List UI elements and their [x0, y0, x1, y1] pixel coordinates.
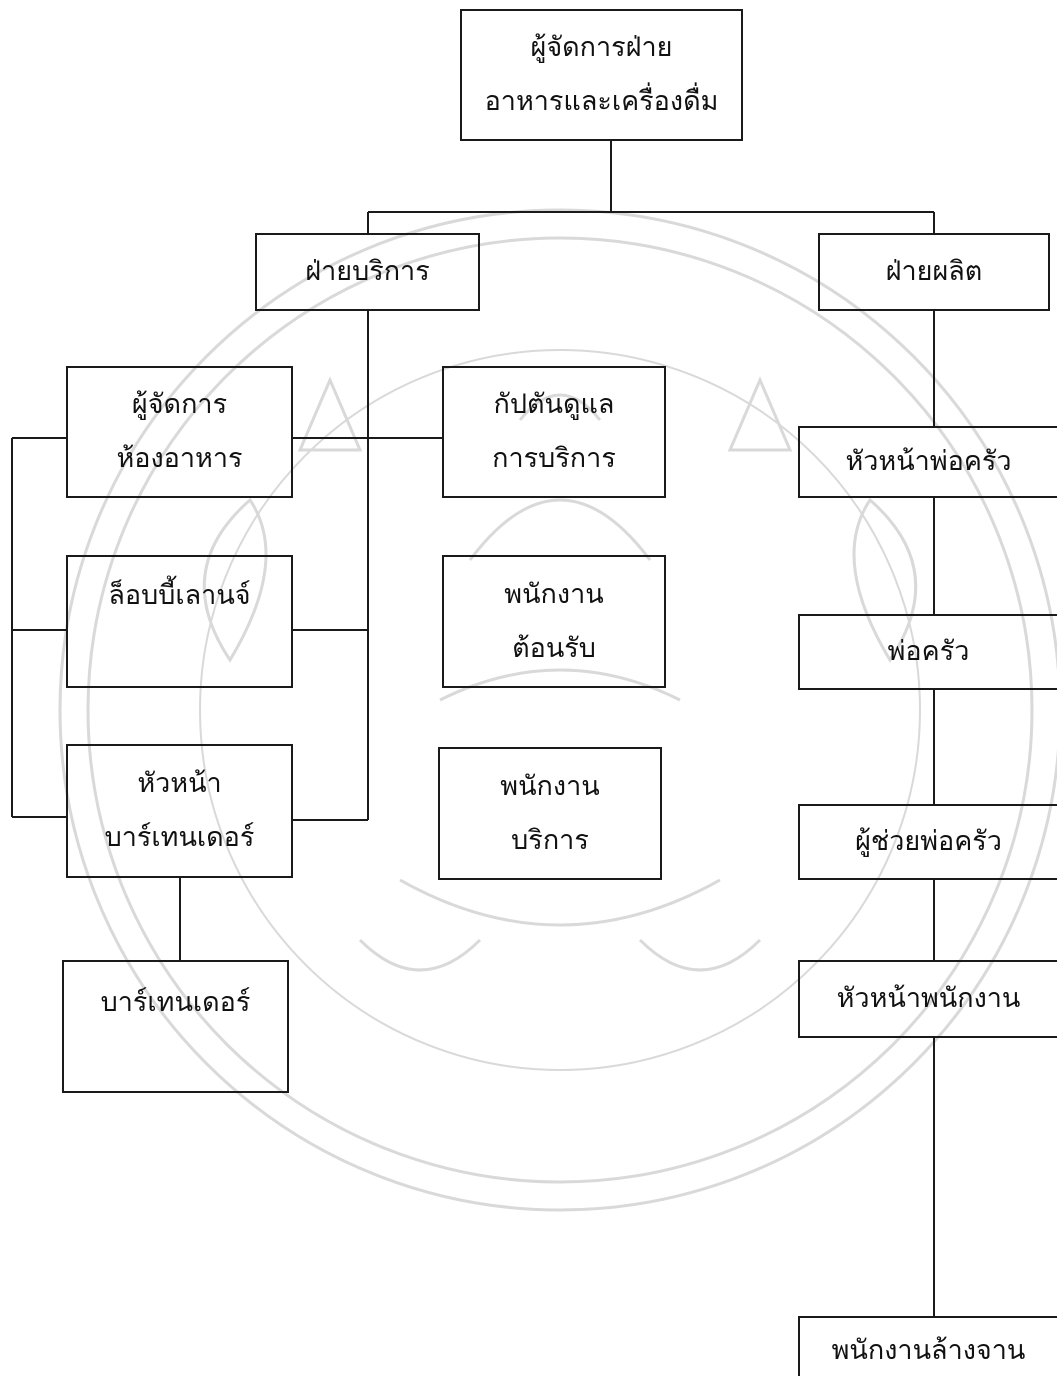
- node-production-dept: ฝ่ายผลิต: [818, 233, 1050, 311]
- node-head-bartender: หัวหน้า บาร์เทนเดอร์: [66, 744, 293, 878]
- node-captain-line-1: กัปตันดูแล: [494, 378, 615, 432]
- node-service-dept: ฝ่ายบริการ: [255, 233, 480, 311]
- node-bartender-line-1: บาร์เทนเดอร์: [101, 976, 251, 1030]
- node-lobby-lounge-line-1: ล็อบบี้เลานจ์: [108, 569, 250, 623]
- node-restaurant-manager: ผู้จัดการ ห้องอาหาร: [66, 366, 293, 498]
- node-chef-line-1: พ่อครัว: [888, 625, 970, 679]
- node-dishwasher-line-1: พนักงานล้างจาน: [832, 1324, 1026, 1378]
- node-head-staff-line-1: หัวหน้าพนักงาน: [837, 972, 1021, 1026]
- node-dishwasher: พนักงานล้างจาน: [798, 1316, 1057, 1376]
- node-lobby-lounge: ล็อบบี้เลานจ์: [66, 555, 293, 688]
- node-head-staff: หัวหน้าพนักงาน: [798, 960, 1057, 1038]
- node-production-dept-line-1: ฝ่ายผลิต: [886, 245, 983, 299]
- node-head-chef-line-1: หัวหน้าพ่อครัว: [845, 435, 1011, 489]
- node-receptionist: พนักงาน ต้อนรับ: [442, 555, 666, 688]
- node-fb-manager-line-2: อาหารและเครื่องดื่ม: [485, 75, 719, 129]
- node-captain: กัปตันดูแล การบริการ: [442, 366, 666, 498]
- node-service-dept-line-1: ฝ่ายบริการ: [305, 245, 429, 299]
- node-head-bartender-line-2: บาร์เทนเดอร์: [105, 811, 255, 865]
- node-restaurant-manager-line-2: ห้องอาหาร: [116, 432, 242, 486]
- node-assistant-chef-line-1: ผู้ช่วยพ่อครัว: [855, 815, 1002, 869]
- node-captain-line-2: การบริการ: [492, 432, 616, 486]
- node-fb-manager: ผู้จัดการฝ่าย อาหารและเครื่องดื่ม: [460, 9, 743, 141]
- node-fb-manager-line-1: ผู้จัดการฝ่าย: [531, 21, 673, 75]
- node-receptionist-line-2: ต้อนรับ: [512, 622, 596, 676]
- node-head-chef: หัวหน้าพ่อครัว: [798, 426, 1057, 498]
- node-head-bartender-line-1: หัวหน้า: [137, 757, 221, 811]
- node-service-staff-line-2: บริการ: [511, 814, 589, 868]
- node-restaurant-manager-line-1: ผู้จัดการ: [132, 378, 227, 432]
- node-receptionist-line-1: พนักงาน: [504, 568, 603, 622]
- node-service-staff: พนักงาน บริการ: [438, 747, 662, 880]
- node-chef: พ่อครัว: [798, 614, 1057, 690]
- node-service-staff-line-1: พนักงาน: [500, 760, 599, 814]
- org-chart: ผู้จัดการฝ่าย อาหารและเครื่องดื่ม ฝ่ายบร…: [0, 0, 1057, 1348]
- node-assistant-chef: ผู้ช่วยพ่อครัว: [798, 804, 1057, 880]
- node-bartender: บาร์เทนเดอร์: [62, 960, 289, 1093]
